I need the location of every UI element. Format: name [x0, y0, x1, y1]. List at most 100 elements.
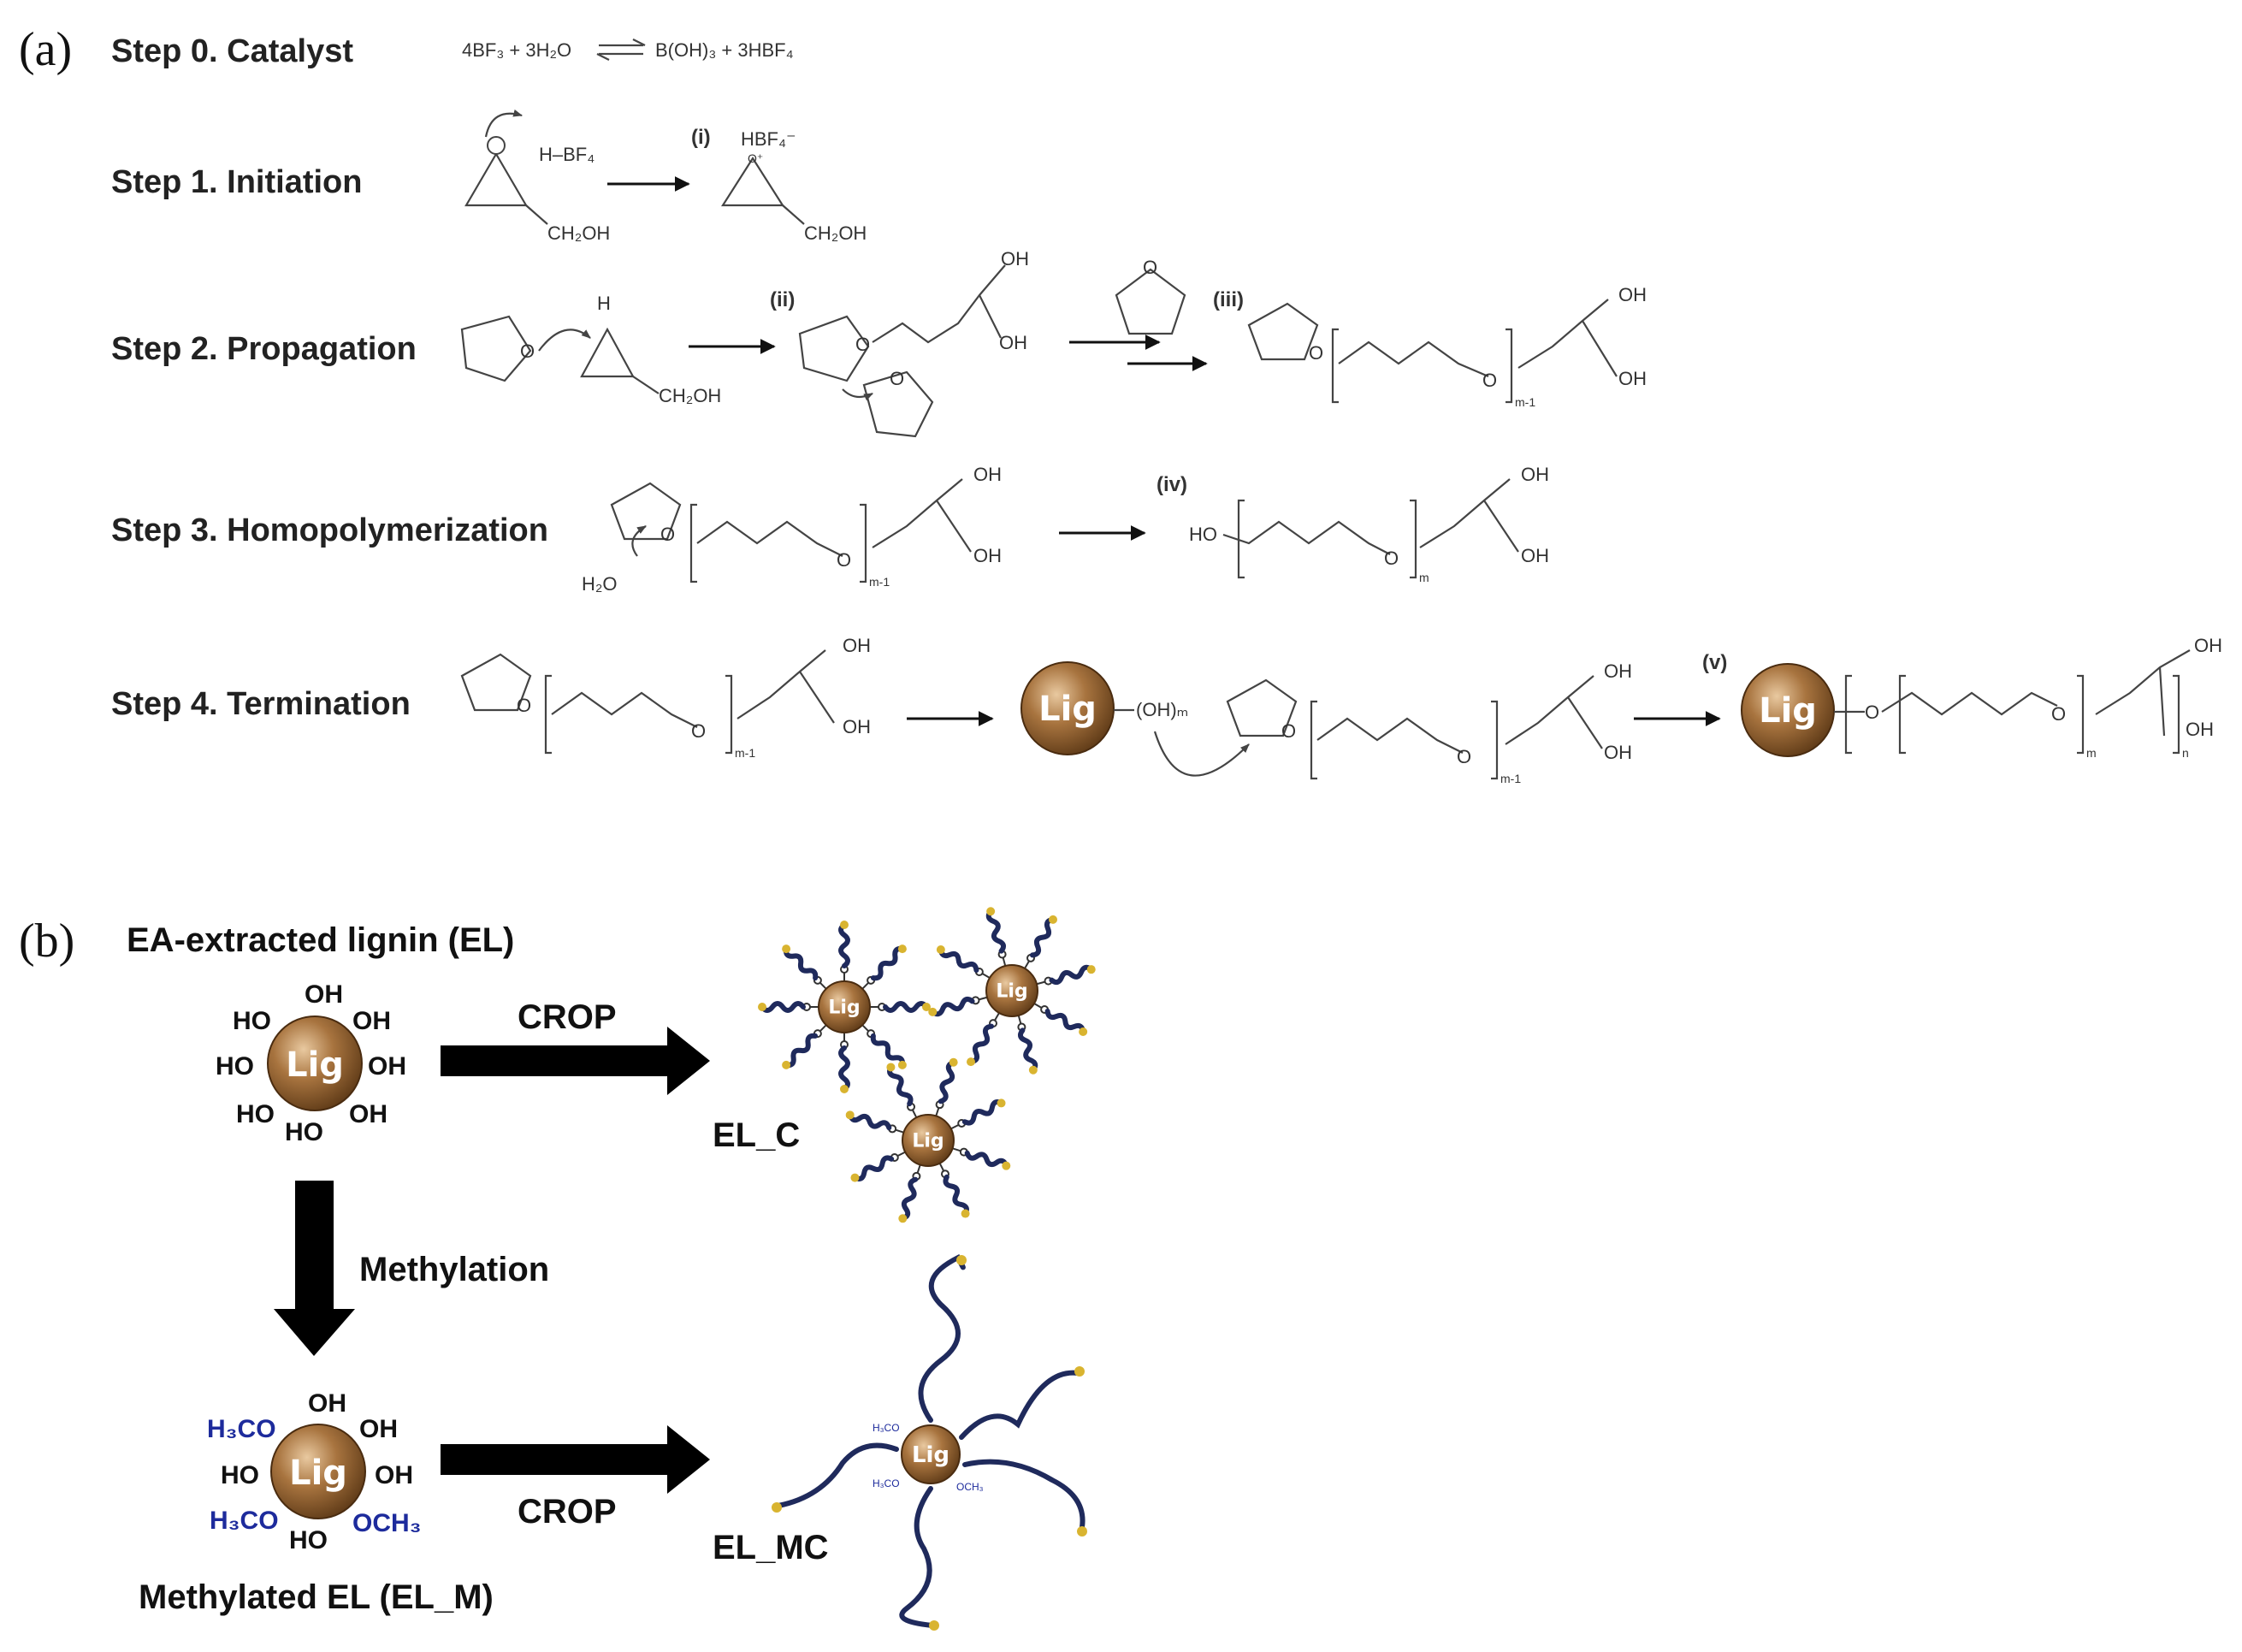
- el-oh-lower-right: OH: [349, 1100, 387, 1128]
- svg-text:O⁺: O⁺: [748, 151, 763, 165]
- crop-arrow-top: [441, 1027, 710, 1095]
- chain4-sub: m-1: [735, 746, 755, 760]
- lig-sphere-step4-product: Lig: [1741, 663, 1835, 757]
- arm-linker: [950, 1123, 960, 1130]
- polymer-chain: [838, 922, 850, 968]
- polymer-chain: [959, 1370, 1080, 1440]
- polymer-chain: [899, 1486, 935, 1628]
- graft-o: O: [1865, 702, 1879, 723]
- svg-text:O: O: [1281, 720, 1296, 742]
- arm-linker: [938, 1163, 945, 1172]
- arm-linker: [1024, 960, 1030, 969]
- polymer-chain: [930, 996, 975, 1017]
- polymer-chain: [883, 1001, 929, 1013]
- arm-linker: [861, 982, 869, 990]
- equilibrium-arrow: [596, 38, 646, 61]
- polymer-chain: [783, 946, 819, 981]
- int-oh-1: OH: [1001, 248, 1029, 269]
- lig-core-label: Lig: [828, 998, 860, 1019]
- polymer-chain: [968, 1023, 994, 1065]
- chain-end: [898, 1214, 908, 1223]
- arm-linker: [935, 1107, 940, 1116]
- arm-linker: [861, 1024, 869, 1032]
- hbf4-reactant: H–BF₄: [539, 144, 595, 165]
- svg-text:O: O: [691, 720, 706, 742]
- el-oh-right: OH: [368, 1052, 406, 1081]
- chain-end: [758, 1003, 766, 1011]
- svg-text:O: O: [855, 334, 870, 355]
- chain-end: [772, 1502, 782, 1513]
- grafted-chain: O O m n OH OH: [1834, 635, 2222, 760]
- lig-core-label: Lig: [912, 1131, 944, 1152]
- growing-chain-step3: O H₂O O m-1 OH OH: [582, 464, 1002, 595]
- crop-top-label: CROP: [518, 998, 617, 1036]
- polymer-chain: [962, 1459, 1086, 1530]
- el-lig-label: Lig: [286, 1045, 344, 1085]
- product-ch2oh: CH₂OH: [804, 222, 867, 244]
- marker-iv: (iv): [1156, 473, 1187, 496]
- step-4-title: Step 4. Termination: [111, 686, 411, 722]
- chain-end: [1002, 1161, 1011, 1170]
- polymer-chain: [870, 1033, 906, 1068]
- chain4b-oh-2: OH: [1604, 742, 1632, 763]
- pe-sub: m: [1419, 571, 1429, 584]
- chain-end: [1086, 965, 1096, 974]
- chain-end: [840, 1085, 849, 1093]
- el-oh-top: OH: [305, 980, 343, 1009]
- step-3-title: Step 3. Homopolymerization: [111, 512, 548, 548]
- polymer-chain: [964, 1150, 1009, 1169]
- arm-linker: [819, 982, 827, 990]
- chain-end: [967, 1057, 975, 1067]
- growing-chain-step2: O O m-1 OH OH: [1247, 284, 1647, 409]
- oxonium-chain-step4b: O O m-1 OH OH: [1226, 660, 1632, 785]
- elm-lignin-sphere: Lig: [270, 1424, 366, 1519]
- chain2-oh-2: OH: [1618, 368, 1647, 389]
- step-2-title: Step 2. Propagation: [111, 331, 417, 367]
- chain-end: [897, 944, 907, 954]
- elmc-h3co-upper: H₃CO: [873, 1422, 900, 1434]
- elm-och3: OCH₃: [352, 1509, 422, 1537]
- epoxide-h: H: [597, 293, 611, 314]
- polymer-chain: [1030, 916, 1056, 958]
- step-1-title: Step 1. Initiation: [111, 164, 362, 200]
- arm-linker: [1036, 980, 1045, 986]
- protonated-glycidol: O⁺ CH₂OH: [720, 151, 867, 244]
- lig-sphere-step4-reactant: Lig: [1020, 661, 1115, 755]
- arm-linker: [916, 1164, 921, 1174]
- chain4-oh-1: OH: [843, 635, 871, 656]
- polymer-chain: [852, 1155, 895, 1181]
- svg-text:O: O: [1457, 746, 1471, 767]
- arm-linker: [979, 996, 988, 1001]
- termination-attack-arrow: [1153, 731, 1250, 777]
- crop-bottom-label: CROP: [518, 1493, 617, 1531]
- polymer-chain: [838, 1045, 850, 1092]
- arm-linker: [1033, 1003, 1043, 1009]
- int-oh-2: OH: [999, 332, 1027, 353]
- chain-end: [928, 1007, 938, 1016]
- elm-ho-left: HO: [221, 1461, 259, 1489]
- svg-text:O: O: [1309, 342, 1323, 364]
- chain-end: [840, 921, 849, 929]
- chain-end: [1074, 1366, 1085, 1377]
- polymer-chain: [847, 1112, 892, 1131]
- step-0-left: 4BF₃ + 3H₂O: [462, 39, 571, 61]
- svg-text:O: O: [1384, 548, 1399, 569]
- chain4b-oh-1: OH: [1604, 660, 1632, 682]
- elmc-h3co-lower: H₃CO: [873, 1477, 900, 1489]
- marker-iii: (iii): [1213, 288, 1244, 311]
- polymer-chain: [938, 1059, 956, 1104]
- graft-o2: O: [2051, 703, 2066, 725]
- elmc-och3: OCH₃: [956, 1481, 984, 1493]
- glycidol-reactant: CH₂OH: [464, 110, 610, 244]
- chain-end: [961, 1209, 970, 1218]
- lig-core: [818, 980, 871, 1033]
- chain-end: [986, 907, 996, 916]
- methylation-label: Methylation: [359, 1251, 549, 1288]
- chain-end: [897, 1060, 907, 1069]
- oxonium-intermediate: O OH OH O: [798, 248, 1029, 438]
- chain3-oh-1: OH: [973, 464, 1002, 485]
- step-0-title: Step 0. Catalyst: [111, 33, 353, 69]
- svg-text:O: O: [660, 524, 675, 545]
